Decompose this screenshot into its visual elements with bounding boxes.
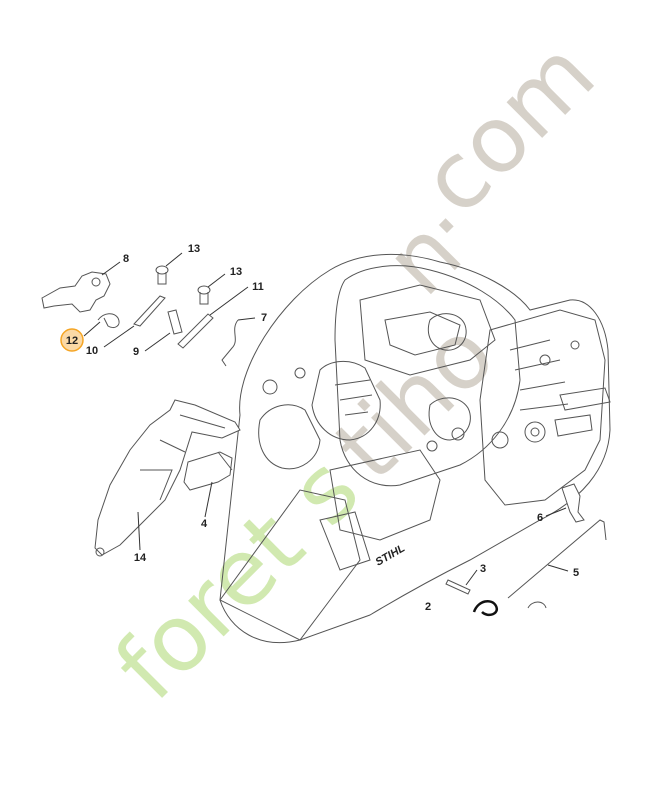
part-6-clip bbox=[561, 483, 585, 523]
callout-9[interactable]: 9 bbox=[133, 346, 139, 358]
leader-lines bbox=[83, 252, 569, 586]
part-12-spring bbox=[97, 313, 120, 329]
part-9-link bbox=[167, 309, 183, 335]
part-5-rod bbox=[507, 519, 607, 599]
callout-3[interactable]: 3 bbox=[480, 563, 486, 575]
callout-11[interactable]: 11 bbox=[252, 281, 264, 293]
part-3-pin bbox=[445, 579, 471, 595]
part-8-lever bbox=[41, 271, 111, 313]
watermark: foret s tiho n .com bbox=[95, 20, 615, 720]
callout-12-highlight bbox=[60, 328, 84, 352]
callout-5[interactable]: 5 bbox=[573, 567, 579, 579]
callout-7[interactable]: 7 bbox=[261, 312, 267, 324]
part-7-wire bbox=[221, 319, 239, 367]
part-4-throttle-trigger bbox=[183, 451, 233, 491]
callout-14[interactable]: 14 bbox=[134, 552, 147, 564]
part-13-bolt-a bbox=[155, 265, 169, 285]
callouts: 12 8 13 13 11 7 10 9 4 14 6 3 5 2 bbox=[60, 243, 579, 613]
callout-2[interactable]: 2 bbox=[425, 601, 431, 613]
watermark-gray: tiho bbox=[315, 300, 515, 500]
callout-10[interactable]: 10 bbox=[86, 345, 98, 357]
engine-housing: STIHL bbox=[219, 254, 611, 644]
part-2-spring bbox=[472, 599, 499, 617]
part-11-rod bbox=[177, 313, 214, 349]
part-13-bolt-b bbox=[197, 285, 211, 305]
callout-4[interactable]: 4 bbox=[201, 518, 208, 530]
part-14-rear-handle bbox=[94, 399, 241, 557]
callout-8[interactable]: 8 bbox=[123, 253, 129, 265]
callout-6[interactable]: 6 bbox=[537, 512, 543, 524]
engine-badge: STIHL bbox=[374, 542, 408, 568]
callout-13a[interactable]: 13 bbox=[188, 243, 200, 255]
callout-12[interactable]: 12 bbox=[66, 335, 78, 347]
callout-13b[interactable]: 13 bbox=[230, 266, 242, 278]
part-10-rod bbox=[133, 295, 166, 327]
